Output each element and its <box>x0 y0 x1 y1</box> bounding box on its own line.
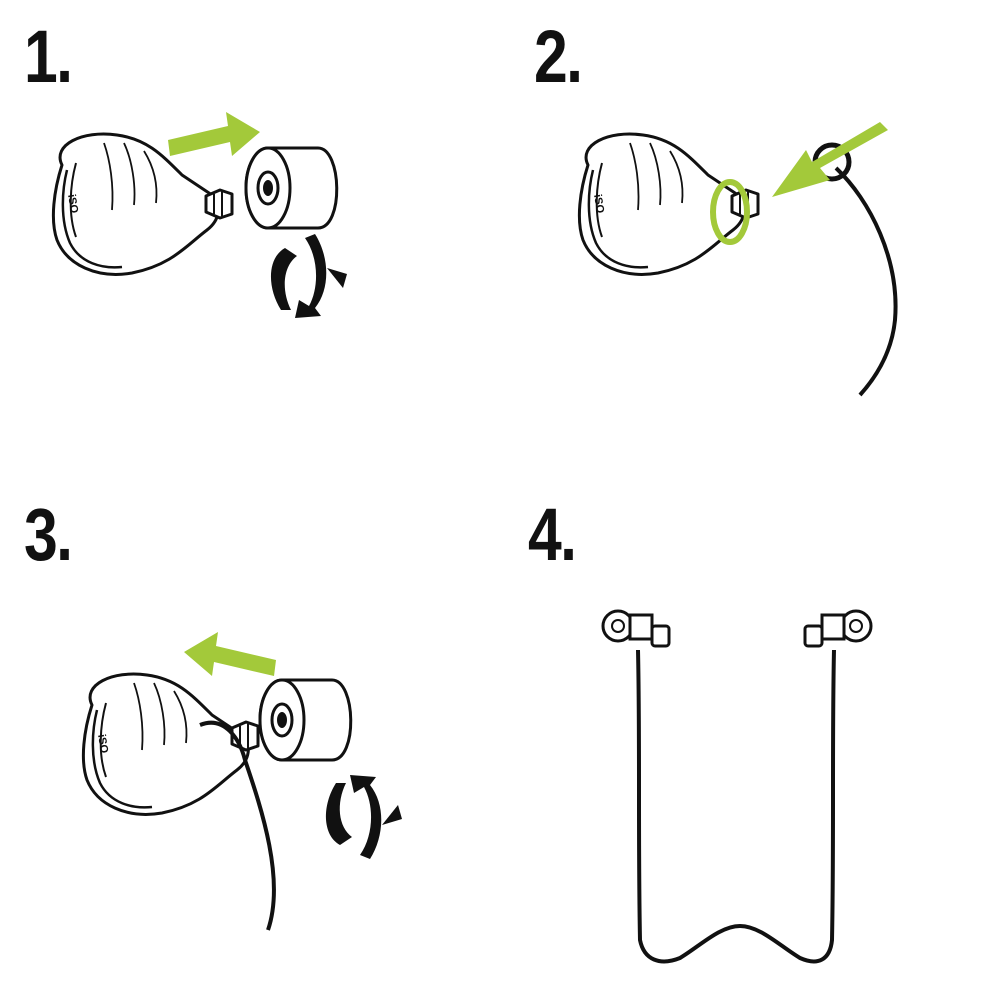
brand-mark-2: iSO <box>591 193 606 214</box>
step3-foam-tip-icon <box>258 678 353 762</box>
brand-mark: iSO <box>65 193 80 214</box>
step1-twist-arrows-icon <box>270 234 347 318</box>
step4-right-earbud-icon <box>803 609 873 648</box>
step4-left-earbud-icon <box>601 609 671 648</box>
step3-arrow-left-icon <box>184 632 276 676</box>
step-number-3: 3. <box>24 493 73 576</box>
step2-green-ring-icon <box>710 179 750 245</box>
step1-nozzle-icon <box>204 188 234 220</box>
step3-cord-icon <box>199 720 276 931</box>
brand-mark-3: iSO <box>95 733 110 754</box>
step3-earbud-icon: iSO <box>81 672 250 816</box>
step-number-1: 1. <box>24 15 73 98</box>
step4-neckband-cord-icon <box>636 649 836 964</box>
step2-arrow-icon <box>772 122 888 197</box>
step1-arrow-right-icon <box>168 112 260 156</box>
step1-earbud-icon: iSO <box>51 132 220 276</box>
step3-twist-arrows-icon <box>325 775 402 859</box>
step-number-2: 2. <box>534 15 583 98</box>
step2-cord-icon <box>834 166 898 397</box>
step1-foam-tip-icon <box>244 146 339 230</box>
step-number-4: 4. <box>528 493 577 576</box>
step2-earbud-icon: iSO <box>577 132 746 276</box>
